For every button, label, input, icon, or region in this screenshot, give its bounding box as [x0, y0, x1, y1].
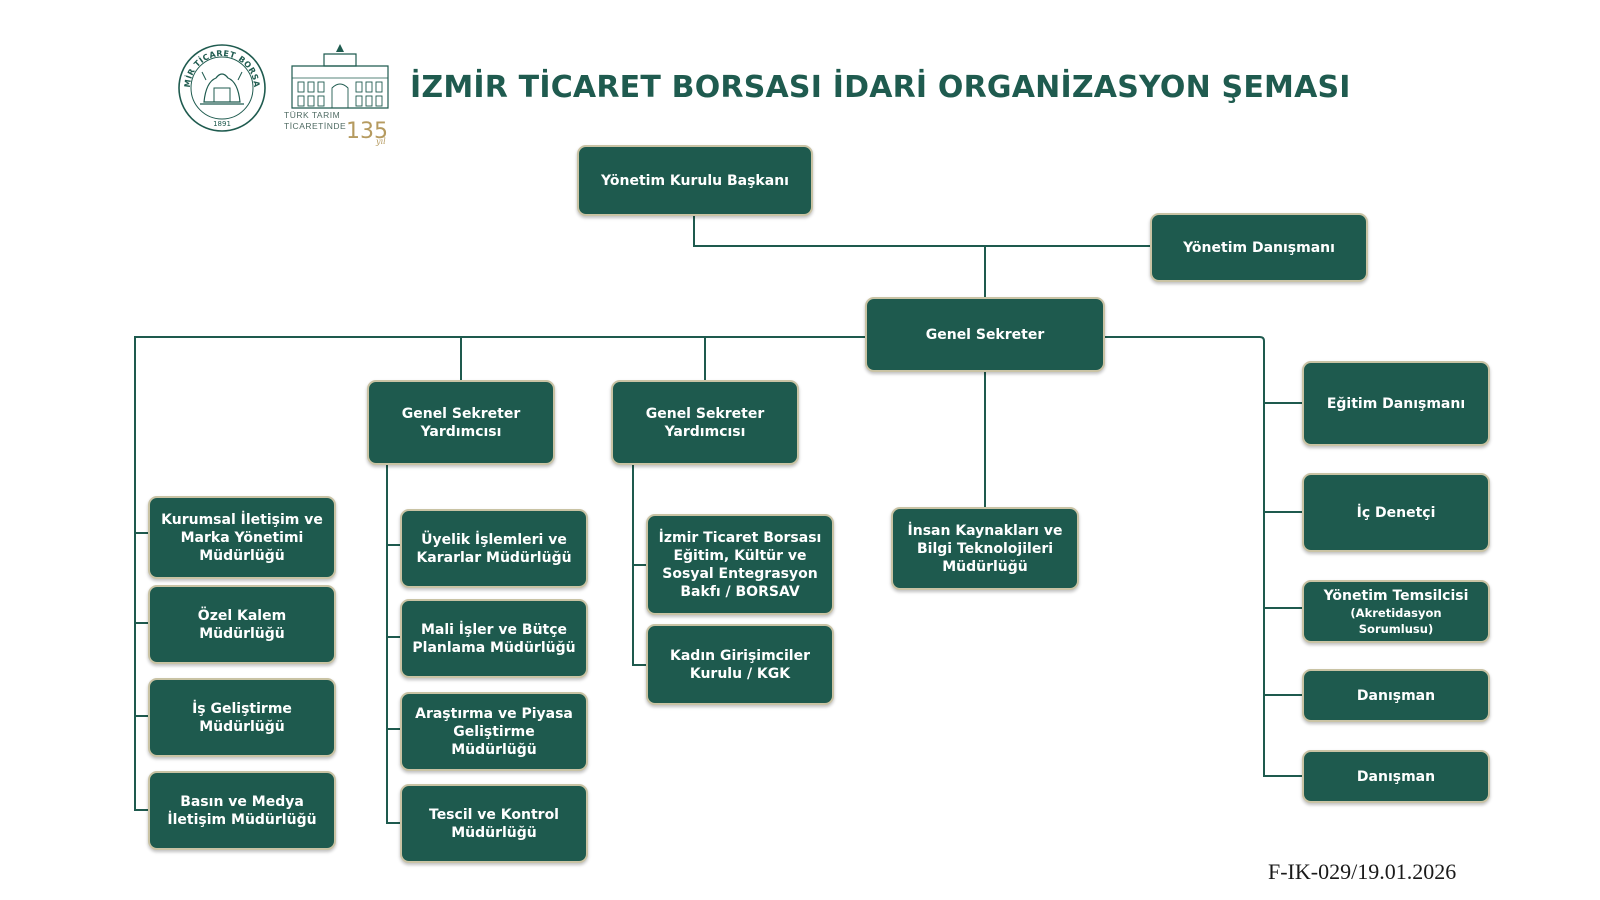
- box-press-media[interactable]: Basın ve Medya İletişim Müdürlüğü: [148, 771, 336, 850]
- box-business-development-label: İş Geliştirme Müdürlüğü: [192, 700, 292, 735]
- box-kgk[interactable]: Kadın Girişimciler Kurulu / KGK: [646, 624, 834, 705]
- box-borsav-label: İzmir Ticaret Borsası Eğitim, Kültür ve …: [658, 529, 822, 600]
- box-business-development[interactable]: İş Geliştirme Müdürlüğü: [148, 678, 336, 757]
- box-press-media-label: Basın ve Medya İletişim Müdürlüğü: [167, 793, 317, 828]
- box-private-office-label: Özel Kalem Müdürlüğü: [197, 607, 287, 642]
- seal-year: 1891: [213, 120, 231, 128]
- box-chairman[interactable]: Yönetim Kurulu Başkanı: [577, 145, 813, 216]
- box-deputy-2-label: Genel Sekreter Yardımcısı: [645, 405, 765, 440]
- logo-number: 135: [346, 119, 388, 144]
- logo-tagline-1: TÜRK TARIM: [284, 110, 341, 120]
- left-bus: [134, 336, 865, 811]
- box-private-office[interactable]: Özel Kalem Müdürlüğü: [148, 585, 336, 664]
- box-deputy-1[interactable]: Genel Sekreter Yardımcısı: [367, 380, 555, 465]
- box-advisor-1-label: Danışman: [1356, 687, 1436, 704]
- box-deputy-2[interactable]: Genel Sekreter Yardımcısı: [611, 380, 799, 465]
- box-corporate-communication-label: Kurumsal İletişim ve Marka Yönetimi Müdü…: [161, 511, 323, 564]
- box-secretary-general-label: Genel Sekreter: [925, 326, 1045, 343]
- box-chairman-label: Yönetim Kurulu Başkanı: [601, 172, 789, 189]
- deputy2-bus: [632, 465, 646, 666]
- box-education-advisor[interactable]: Eğitim Danışmanı: [1302, 361, 1490, 446]
- box-internal-auditor-label: İç Denetçi: [1356, 504, 1436, 521]
- box-finance-label: Mali İşler ve Bütçe Planlama Müdürlüğü: [412, 621, 576, 656]
- box-management-representative-sublabel: (Akretidasyon Sorumlusu): [1350, 605, 1442, 636]
- box-board-advisor[interactable]: Yönetim Danışmanı: [1150, 213, 1368, 282]
- izmir-borsa-seal-logo: 1891 İZMİR TİCARET BORSASI: [176, 42, 266, 132]
- right-bus: [1105, 336, 1302, 777]
- logo-tagline-2: TİCARETİNDE: [284, 121, 347, 131]
- box-registry[interactable]: Tescil ve Kontrol Müdürlüğü: [400, 784, 588, 863]
- box-hr-it[interactable]: İnsan Kaynakları ve Bilgi Teknolojileri …: [891, 507, 1079, 590]
- box-borsav[interactable]: İzmir Ticaret Borsası Eğitim, Kültür ve …: [646, 514, 834, 615]
- box-deputy-1-label: Genel Sekreter Yardımcısı: [401, 405, 521, 440]
- box-finance[interactable]: Mali İşler ve Bütçe Planlama Müdürlüğü: [400, 599, 588, 678]
- box-membership[interactable]: Üyelik İşlemleri ve Kararlar Müdürlüğü: [400, 509, 588, 588]
- box-hr-it-label: İnsan Kaynakları ve Bilgi Teknolojileri …: [907, 522, 1063, 575]
- box-management-representative-label: Yönetim Temsilcisi: [1323, 587, 1469, 604]
- box-kgk-label: Kadın Girişimciler Kurulu / KGK: [670, 647, 810, 682]
- box-advisor-2-label: Danışman: [1356, 768, 1436, 785]
- box-internal-auditor[interactable]: İç Denetçi: [1302, 473, 1490, 552]
- svg-text:İZMİR TİCARET BORSASI: İZMİR TİCARET BORSASI: [176, 42, 261, 88]
- page-title: İZMİR TİCARET BORSASI İDARİ ORGANİZASYON…: [410, 70, 1351, 105]
- box-board-advisor-label: Yönetim Danışmanı: [1183, 239, 1335, 256]
- logo-suffix: yıl: [375, 137, 386, 146]
- box-secretary-general[interactable]: Genel Sekreter: [865, 297, 1105, 372]
- deputy1-bus: [386, 465, 400, 824]
- box-research[interactable]: Araştırma ve Piyasa Geliştirme Müdürlüğü: [400, 692, 588, 771]
- seal-text: İZMİR TİCARET BORSASI: [176, 42, 261, 88]
- building-135-logo: 135 yıl: [291, 44, 389, 146]
- box-corporate-communication[interactable]: Kurumsal İletişim ve Marka Yönetimi Müdü…: [148, 496, 336, 579]
- box-membership-label: Üyelik İşlemleri ve Kararlar Müdürlüğü: [416, 531, 572, 566]
- box-education-advisor-label: Eğitim Danışmanı: [1326, 395, 1466, 412]
- box-advisor-1[interactable]: Danışman: [1302, 669, 1490, 722]
- box-registry-label: Tescil ve Kontrol Müdürlüğü: [429, 806, 559, 841]
- box-advisor-2[interactable]: Danışman: [1302, 750, 1490, 803]
- form-code: F-IK-029/19.01.2026: [1268, 859, 1457, 884]
- box-research-label: Araştırma ve Piyasa Geliştirme Müdürlüğü: [415, 705, 573, 758]
- chairman-connector: [693, 216, 1150, 247]
- box-management-representative[interactable]: Yönetim Temsilcisi (Akretidasyon Sorumlu…: [1302, 580, 1490, 643]
